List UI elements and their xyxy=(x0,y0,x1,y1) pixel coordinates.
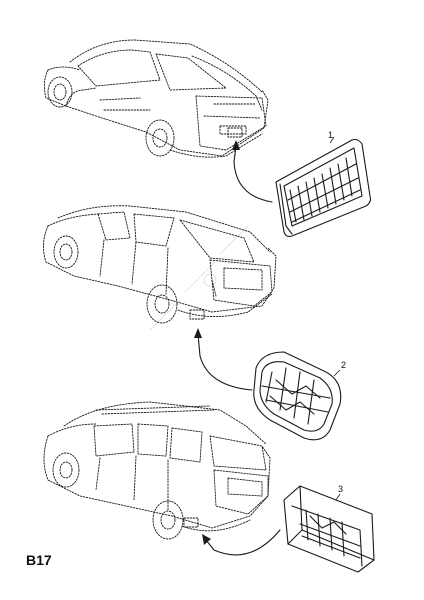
callout-1: 1 xyxy=(328,130,333,140)
page-code: B17 xyxy=(26,552,52,568)
vehicle-mpv xyxy=(43,401,271,540)
callout-3: 3 xyxy=(338,484,343,494)
vehicle-estate xyxy=(43,205,277,324)
arrow-1 xyxy=(232,140,273,203)
part-vent-1 xyxy=(275,136,372,238)
part-vent-3 xyxy=(283,485,375,573)
vehicle-hatchback xyxy=(43,39,269,158)
watermark xyxy=(149,225,249,331)
part-vent-2 xyxy=(253,351,342,441)
arrow-2 xyxy=(194,328,253,391)
arrow-3 xyxy=(202,529,281,556)
callout-2: 2 xyxy=(341,360,346,370)
